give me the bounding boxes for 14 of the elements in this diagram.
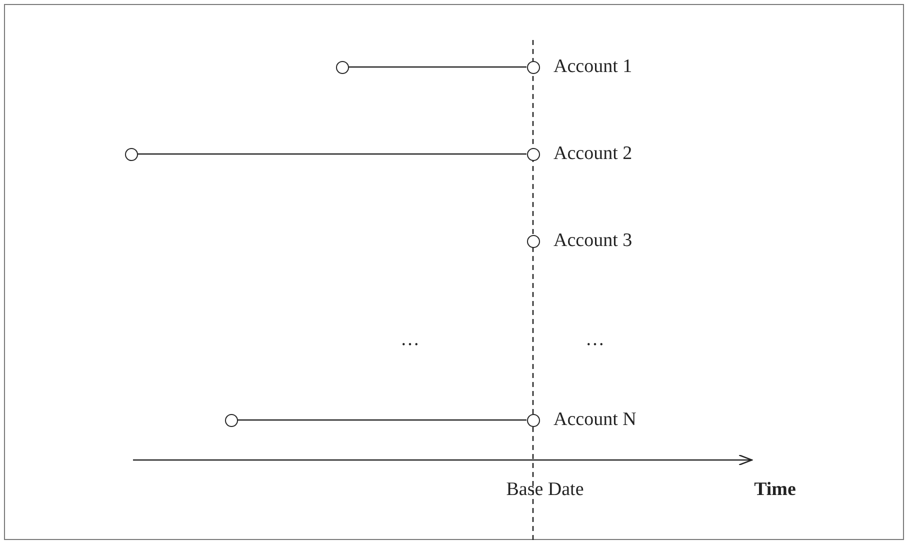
circle-marker bbox=[336, 60, 348, 74]
account-label: Account 1 bbox=[554, 56, 632, 78]
axis-title: Time bbox=[754, 479, 796, 501]
axis-label: Base Date bbox=[506, 479, 584, 501]
account-label: Account 3 bbox=[554, 230, 632, 252]
timeline-bar bbox=[138, 153, 526, 155]
circle-marker bbox=[224, 414, 238, 426]
ellipsis: … bbox=[400, 329, 420, 351]
account-label: Account N bbox=[554, 409, 636, 431]
circle-marker bbox=[124, 148, 138, 160]
timeline-bar bbox=[238, 419, 526, 421]
timeline-bar bbox=[348, 66, 526, 68]
ellipsis: … bbox=[586, 329, 604, 351]
account-label: Account 2 bbox=[554, 143, 632, 165]
